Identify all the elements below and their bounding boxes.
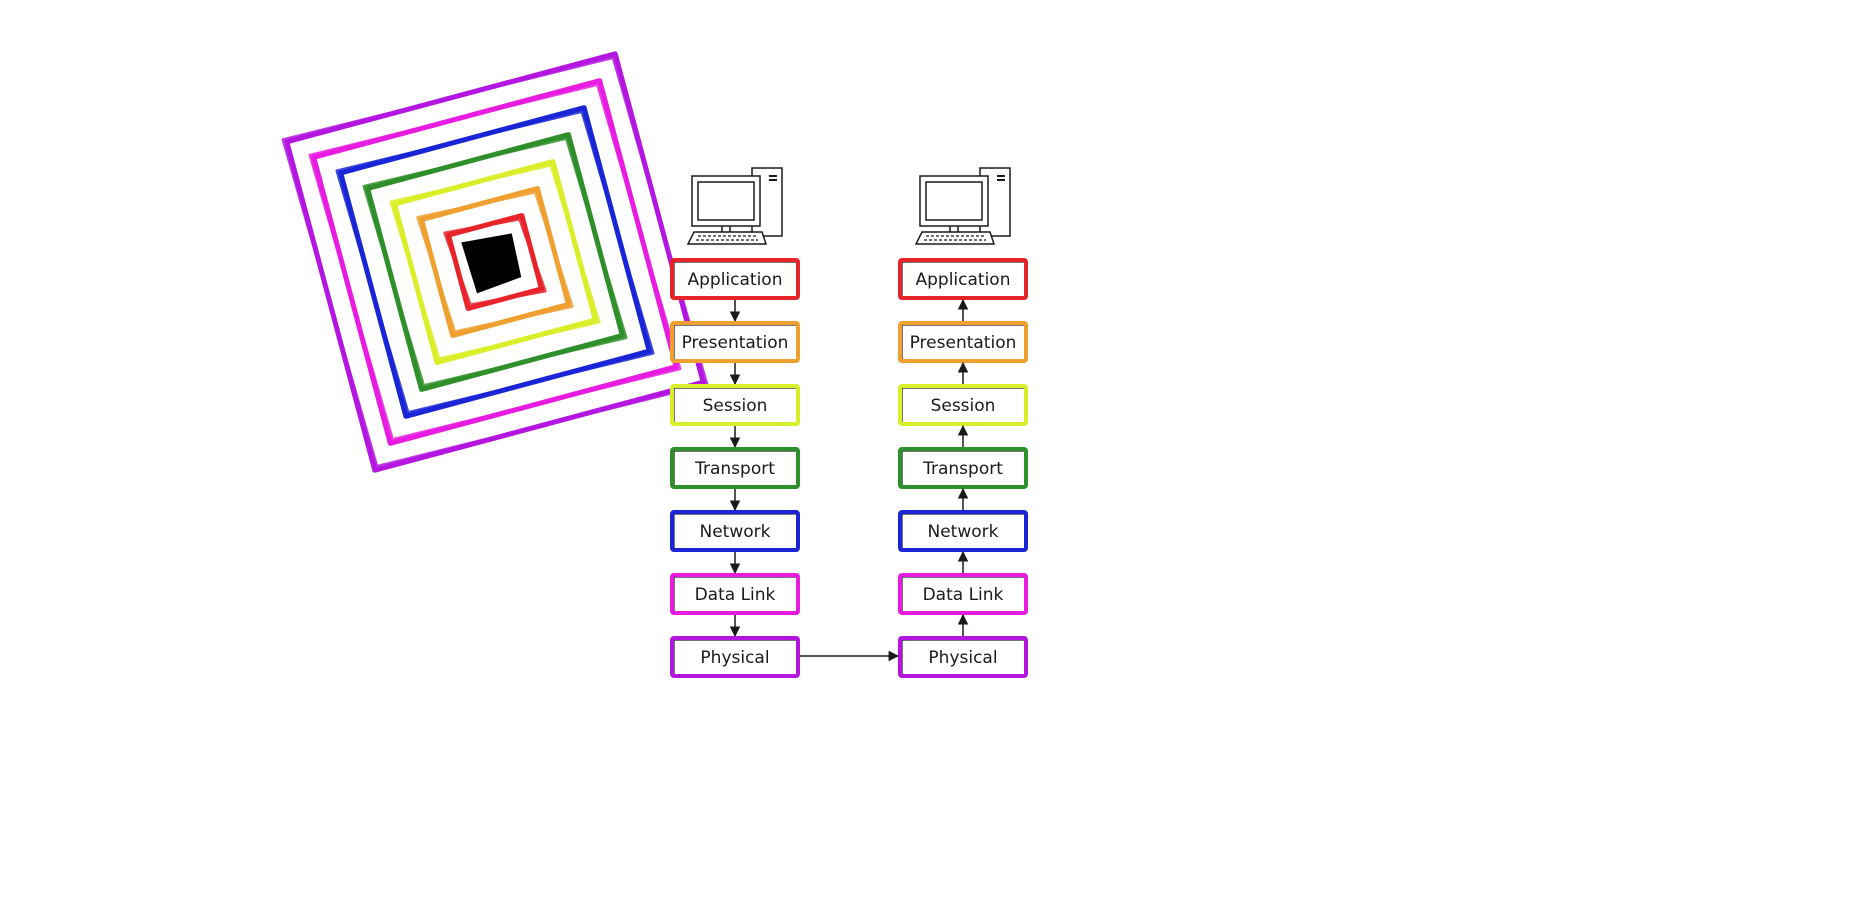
layer-label: Physical xyxy=(928,648,997,668)
receiver-layer-data-link: Data Link xyxy=(898,573,1028,615)
layer-label: Application xyxy=(916,270,1011,290)
layer-label: Presentation xyxy=(682,333,789,353)
scribble-ring xyxy=(416,186,574,338)
layer-label: Application xyxy=(688,270,783,290)
scribble-ring xyxy=(362,132,628,392)
receiver-layer-network: Network xyxy=(898,510,1028,552)
receiver-computer-icon xyxy=(914,167,1011,245)
layer-label: Data Link xyxy=(923,585,1004,605)
receiver-layer-transport: Transport xyxy=(898,447,1028,489)
receiver-layer-session: Session xyxy=(898,384,1028,426)
osi-layer-stacks: ApplicationPresentationSessionTransportN… xyxy=(670,258,1028,678)
sender-layer-application: Application xyxy=(670,258,800,300)
scribbled-nested-squares xyxy=(281,51,709,473)
sender-layer-physical: Physical xyxy=(670,636,800,678)
receiver-stack: ApplicationPresentationSessionTransportN… xyxy=(898,258,1028,678)
receiver-layer-presentation: Presentation xyxy=(898,321,1028,363)
scribble-core xyxy=(461,233,522,294)
layer-label: Presentation xyxy=(910,333,1017,353)
layer-label: Network xyxy=(928,522,999,542)
layer-label: Data Link xyxy=(695,585,776,605)
layer-label: Transport xyxy=(694,459,775,479)
layer-label: Network xyxy=(700,522,771,542)
sender-computer-icon xyxy=(686,167,783,245)
scribble-ring xyxy=(389,159,601,365)
sender-layer-session: Session xyxy=(670,384,800,426)
sender-layer-data-link: Data Link xyxy=(670,573,800,615)
sender-layer-network: Network xyxy=(670,510,800,552)
scribble-ring xyxy=(335,105,655,419)
receiver-layer-physical: Physical xyxy=(898,636,1028,678)
layer-label: Physical xyxy=(700,648,769,668)
sender-layer-presentation: Presentation xyxy=(670,321,800,363)
sender-layer-transport: Transport xyxy=(670,447,800,489)
layer-label: Session xyxy=(931,396,996,416)
sender-stack: ApplicationPresentationSessionTransportN… xyxy=(670,258,800,678)
receiver-layer-application: Application xyxy=(898,258,1028,300)
scribble-ring xyxy=(443,213,547,311)
layer-label: Transport xyxy=(922,459,1003,479)
layer-label: Session xyxy=(703,396,768,416)
scribble-ring xyxy=(308,78,682,446)
